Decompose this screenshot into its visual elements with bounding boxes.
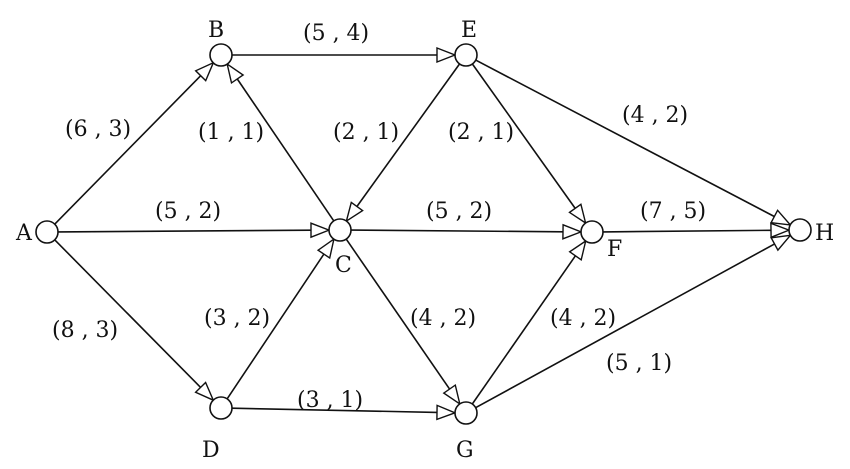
edge-line [356, 63, 461, 207]
edge-label-E-H: (4 , 2) [622, 103, 688, 128]
edge-line [345, 238, 451, 390]
edge-E-F [471, 63, 587, 225]
edge-line [350, 229, 564, 233]
arrow-head [436, 46, 457, 64]
edge-label-G-H: (5 , 1) [606, 351, 672, 376]
edge-label-B-E: (5 , 4) [303, 21, 369, 46]
edge-line [471, 255, 577, 405]
edge-E-C [345, 63, 461, 223]
edge-line [226, 253, 325, 400]
edge-line [471, 63, 576, 209]
edge-label-C-B: (1 , 1) [198, 120, 264, 145]
edge-D-C [226, 237, 335, 400]
edge-C-G [345, 238, 461, 406]
edge-G-H [475, 234, 793, 409]
edge-D-G [231, 404, 457, 421]
arrow-head [770, 222, 791, 239]
node-F [580, 220, 604, 244]
edge-A-B [54, 61, 215, 225]
edge-B-E [232, 46, 457, 64]
edge-line [57, 229, 312, 233]
edge-A-D [54, 239, 215, 402]
node-label-H: H [815, 221, 834, 246]
node-label-B: B [208, 18, 224, 43]
node-label-F: F [607, 237, 622, 262]
edge-label-A-B: (6 , 3) [65, 117, 131, 142]
labels-layer: (6 , 3) (5 , 2) (8 , 3) (5 , 4) (1 , 1) (2 , … [15, 18, 834, 463]
edge-label-E-C: (2 , 1) [333, 120, 399, 145]
node-A [35, 220, 59, 244]
edge-A-C [57, 222, 331, 239]
node-B [209, 43, 233, 67]
edge-line [475, 243, 775, 409]
arrow-head [194, 61, 215, 82]
arrow-head [770, 234, 793, 252]
arrow-head [562, 223, 583, 240]
arrow-head [568, 239, 587, 261]
arrow-head [436, 404, 457, 421]
arrow-head [568, 203, 587, 225]
edge-line [602, 229, 772, 233]
edge-E-H [475, 59, 793, 226]
edge-C-F [350, 223, 583, 240]
arrow-head [770, 209, 793, 226]
arrow-head [442, 383, 461, 406]
edge-F-H [602, 222, 791, 239]
nodes-layer [35, 43, 812, 425]
edge-label-A-D: (8 , 3) [52, 318, 118, 343]
arrow-head [310, 222, 331, 239]
edge-label-G-F: (4 , 2) [550, 306, 616, 331]
edge-line [54, 239, 202, 388]
node-E [454, 43, 478, 67]
edge-line [475, 59, 775, 218]
node-label-E: E [461, 18, 477, 43]
edge-line [54, 75, 202, 225]
node-G [454, 401, 478, 425]
edge-line [231, 407, 438, 414]
node-label-G: G [456, 438, 474, 463]
edge-label-C-F: (5 , 2) [426, 199, 492, 224]
node-label-A: A [15, 221, 33, 246]
arrow-head [345, 201, 364, 223]
edge-label-D-C: (3 , 2) [204, 306, 270, 331]
node-H [788, 218, 812, 242]
node-label-C: C [335, 253, 352, 278]
edge-label-E-F: (2 , 1) [448, 120, 514, 145]
edge-label-F-H: (7 , 5) [640, 199, 706, 224]
edge-G-F [471, 239, 587, 405]
edges-layer [54, 46, 793, 421]
arrow-head [316, 237, 335, 260]
edge-label-D-G: (3 , 1) [297, 388, 363, 413]
node-C [328, 218, 352, 242]
edge-label-C-G: (4 , 2) [410, 306, 476, 331]
node-label-D: D [202, 438, 220, 463]
node-D [209, 396, 233, 420]
edge-label-A-C: (5 , 2) [155, 199, 221, 224]
arrow-head [194, 381, 215, 402]
edge-line [236, 78, 335, 222]
arrow-head [226, 62, 245, 85]
edge-C-B [226, 62, 335, 222]
